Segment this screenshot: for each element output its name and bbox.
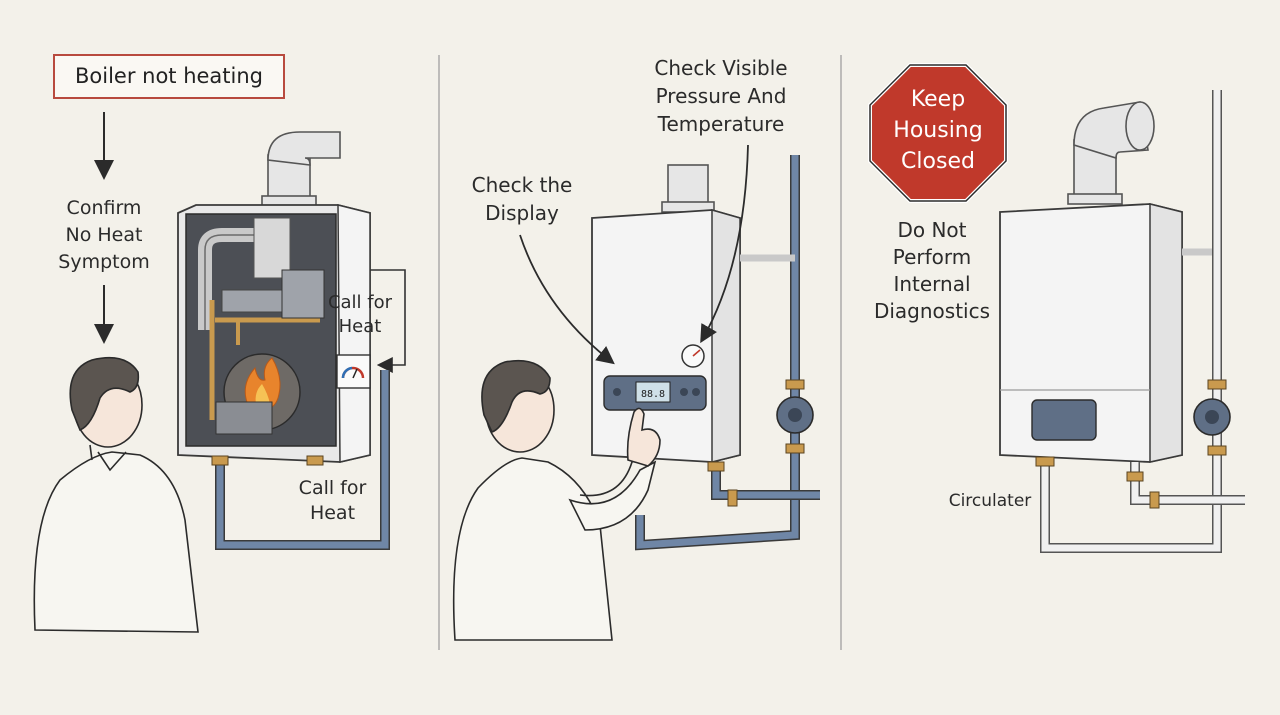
- heating-loop-pipe: [1035, 90, 1245, 553]
- arrow-to-display: [519, 234, 615, 365]
- call-for-heat-label-bottom: Call for Heat: [298, 477, 367, 524]
- stop-sign-text: Keep Housing Closed: [893, 87, 983, 174]
- boiler-open-casing: [177, 204, 371, 463]
- heating-loop-pipe: [211, 370, 390, 550]
- flue-pipe: [1067, 101, 1155, 205]
- flue-pipe: [261, 131, 341, 208]
- pump-icon: [776, 396, 814, 434]
- stop-sign-icon: [868, 63, 1008, 203]
- pump-icon: [1193, 398, 1231, 436]
- check-visible-label: Check Visible Pressure And Temperature: [654, 56, 788, 136]
- gauge-icon: [681, 344, 705, 368]
- control-wire: [370, 269, 406, 373]
- confirm-symptom-label: Confirm No Heat Symptom: [58, 197, 150, 273]
- person-icon: [452, 359, 661, 641]
- gauge-icon: [336, 354, 371, 389]
- warning-label: Do Not Perform Internal Diagnostics: [873, 218, 991, 323]
- flame-icon: [244, 357, 281, 411]
- person-icon: [33, 356, 199, 633]
- problem-title: Boiler not heating: [53, 54, 285, 99]
- display-readout: 88.8: [641, 389, 665, 400]
- arrow-to-gauge: [700, 144, 749, 344]
- call-for-heat-label-top: Call for Heat: [327, 292, 393, 337]
- heating-loop-pipe: [635, 155, 820, 551]
- check-display-label: Check the Display: [471, 173, 573, 225]
- boiler-casing: 88.8: [591, 209, 741, 463]
- flue-pipe: [661, 164, 715, 213]
- circulator-label: Circulater: [948, 491, 1032, 511]
- boiler-closed-casing: [999, 203, 1183, 463]
